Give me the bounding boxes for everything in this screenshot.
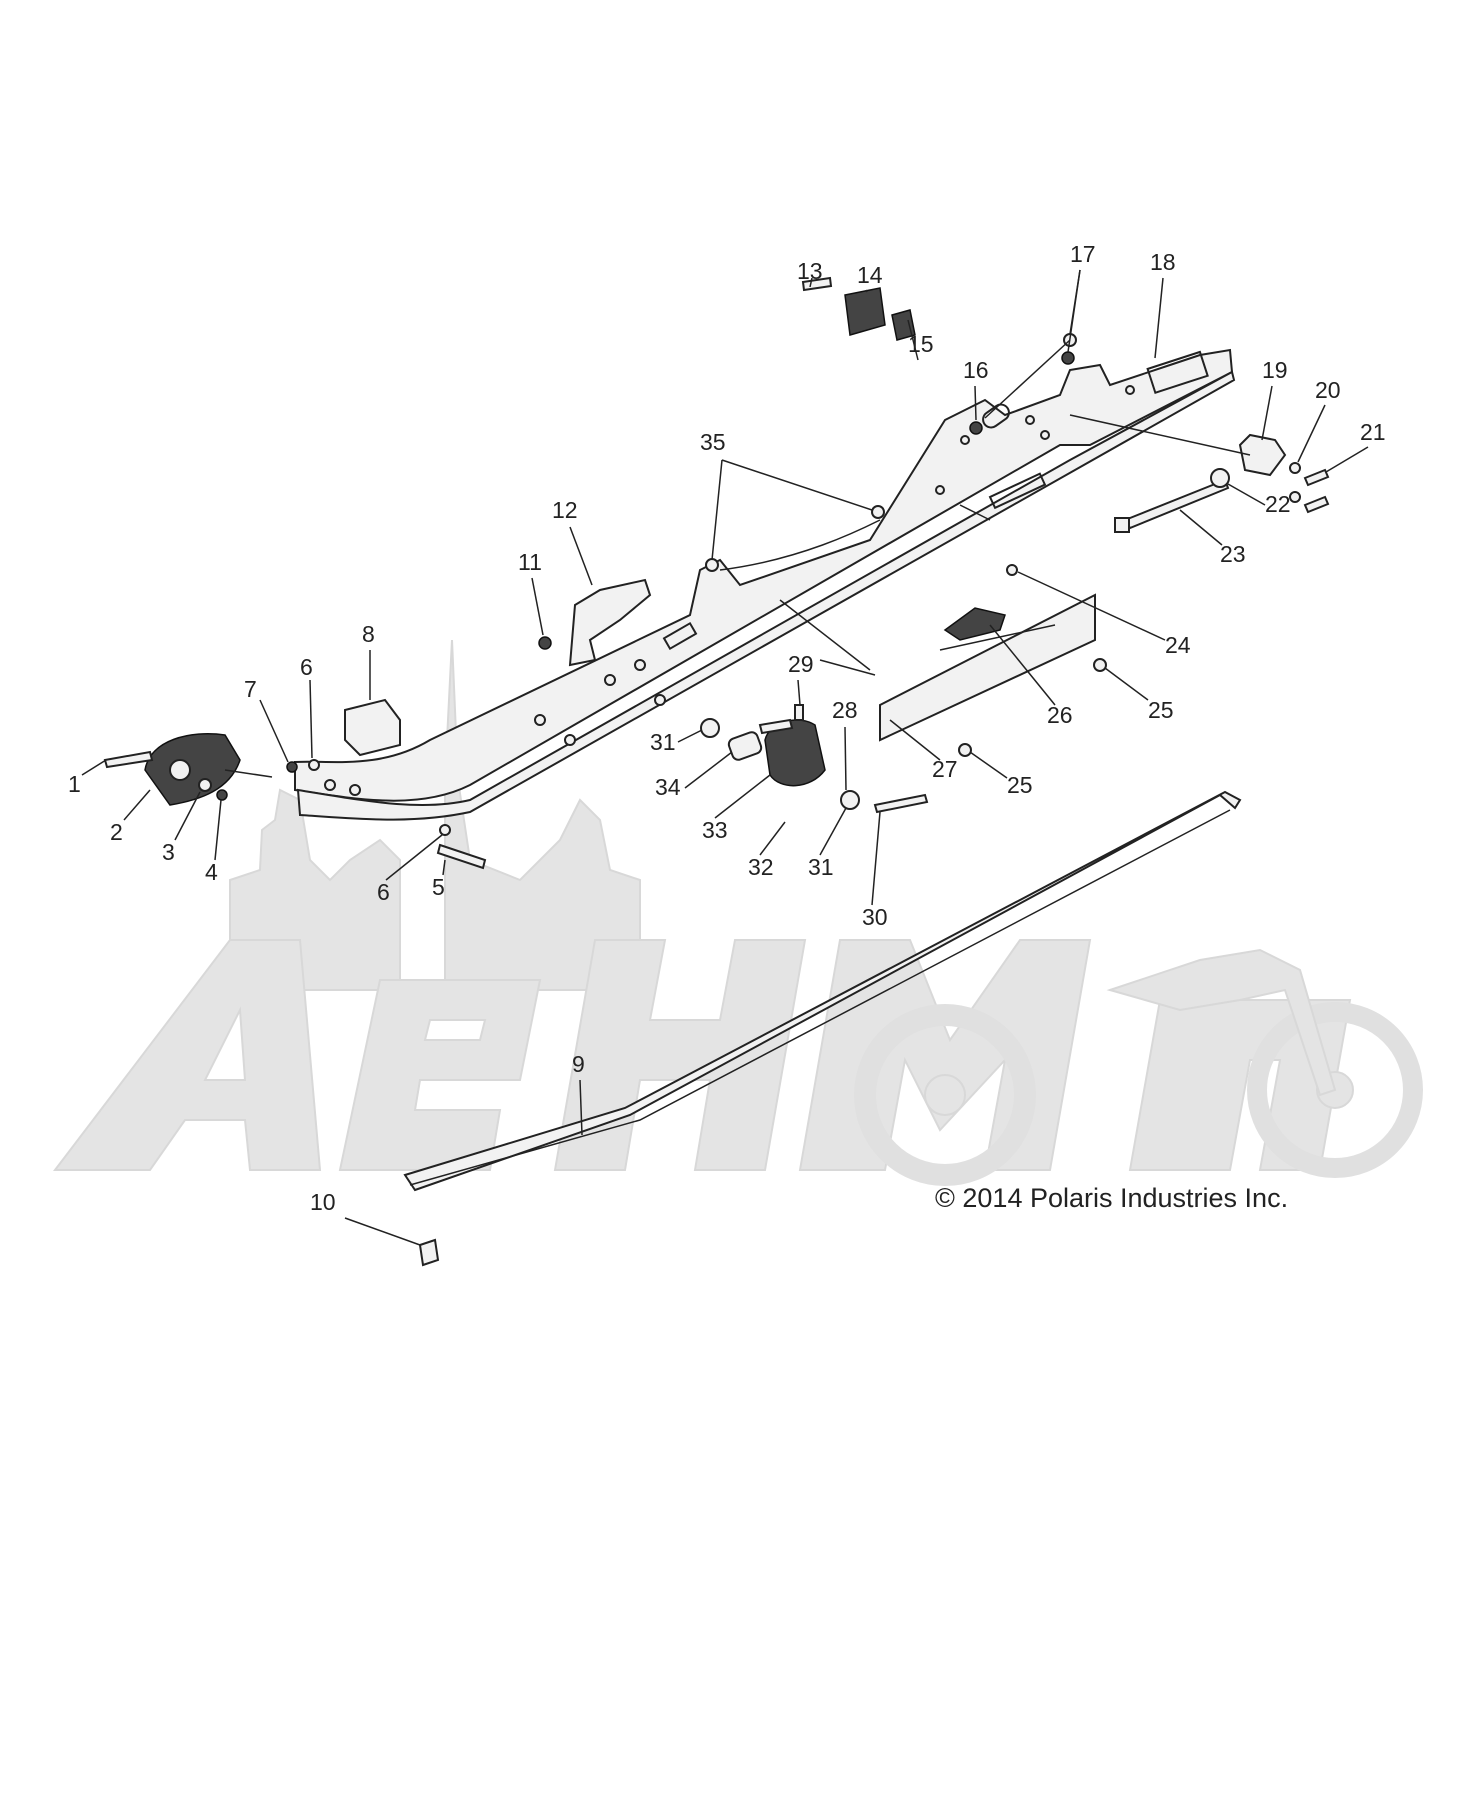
callout-20: 20 bbox=[1315, 377, 1341, 403]
bushing-14 bbox=[844, 287, 886, 336]
callout-22: 22 bbox=[1265, 491, 1291, 517]
bracket-19 bbox=[1238, 433, 1287, 477]
block-8 bbox=[344, 698, 401, 757]
callout-4: 4 bbox=[205, 859, 218, 885]
leader-lines bbox=[224, 339, 1251, 778]
copyright-notice: © 2014 Polaris Industries Inc. bbox=[935, 1183, 1288, 1213]
callout-17: 17 bbox=[1070, 241, 1096, 267]
callout-3: 3 bbox=[162, 839, 175, 865]
callout-31: 31 bbox=[650, 729, 676, 755]
bushing-15 bbox=[891, 309, 916, 341]
callout-33: 33 bbox=[702, 817, 728, 843]
callout-24: 24 bbox=[1165, 632, 1191, 658]
callout-21: 21 bbox=[1360, 419, 1386, 445]
callout-18: 18 bbox=[1150, 249, 1176, 275]
callout-23: 23 bbox=[1220, 541, 1246, 567]
callout-26: 26 bbox=[1047, 702, 1073, 728]
bolt-23 bbox=[1123, 478, 1230, 530]
wear-strip-9 bbox=[403, 790, 1242, 1192]
callout-25: 25 bbox=[1148, 697, 1174, 723]
callout-19: 19 bbox=[1262, 357, 1288, 383]
callout-14: 14 bbox=[857, 262, 883, 288]
callout-2: 2 bbox=[110, 819, 123, 845]
bracket-12 bbox=[568, 578, 652, 667]
callout-1: 1 bbox=[68, 771, 81, 797]
bolt-10 bbox=[418, 1238, 440, 1267]
callout-8: 8 bbox=[362, 621, 375, 647]
callout-10: 10 bbox=[310, 1189, 336, 1215]
callout-27: 27 bbox=[932, 756, 958, 782]
callout-31b: 31 bbox=[808, 854, 834, 880]
watermark-logo bbox=[52, 639, 1423, 1186]
callout-5: 5 bbox=[432, 874, 445, 900]
callout-7: 7 bbox=[244, 676, 257, 702]
callout-32: 32 bbox=[748, 854, 774, 880]
callout-6b: 6 bbox=[377, 879, 390, 905]
callout-28: 28 bbox=[832, 697, 858, 723]
tip-cap-2 bbox=[144, 733, 241, 806]
callout-13: 13 bbox=[797, 258, 823, 284]
clip-26 bbox=[943, 607, 1006, 641]
callout-30: 30 bbox=[862, 904, 888, 930]
callout-labels: 1 2 3 4 5 6 6 7 8 9 10 11 12 13 14 15 16… bbox=[68, 241, 1386, 1246]
spacer-34 bbox=[727, 731, 763, 761]
callout-6: 6 bbox=[300, 654, 313, 680]
callout-11: 11 bbox=[518, 549, 542, 575]
callout-16: 16 bbox=[963, 357, 989, 383]
rail-frame bbox=[294, 348, 1236, 821]
callout-9: 9 bbox=[572, 1051, 585, 1077]
callout-29: 29 bbox=[788, 651, 814, 677]
callout-12: 12 bbox=[552, 497, 578, 523]
callout-25b: 25 bbox=[1007, 772, 1033, 798]
callout-34: 34 bbox=[655, 774, 681, 800]
callout-35: 35 bbox=[700, 429, 726, 455]
